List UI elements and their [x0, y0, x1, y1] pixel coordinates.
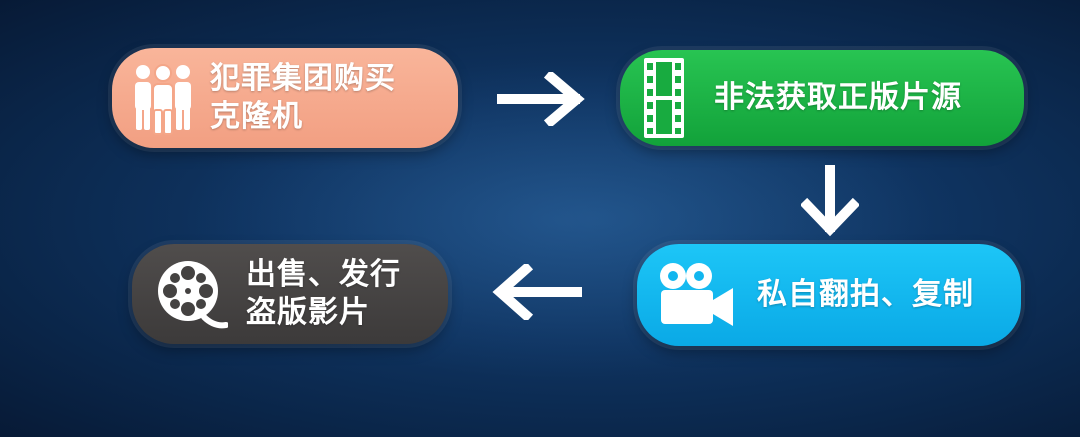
film-strip-icon: [644, 58, 684, 138]
step-label: 私自翻拍、复制: [757, 276, 974, 314]
step-label-line: 克隆机: [210, 99, 303, 134]
arrow-right-icon: [497, 72, 585, 126]
step-label-line: 非法获取正版片源: [714, 80, 962, 115]
step-label: 出售、发行 盗版影片: [246, 256, 401, 332]
step-label: 非法获取正版片源: [714, 79, 962, 117]
arrow-left-icon: [492, 264, 582, 320]
step-label-line: 出售、发行: [246, 257, 401, 292]
step-buy-clone-machine: 犯罪集团购买 克隆机: [112, 48, 458, 148]
step-label-line: 私自翻拍、复制: [757, 277, 974, 312]
step-sell-pirated-films: 出售、发行 盗版影片: [132, 244, 448, 344]
step-label: 犯罪集团购买 克隆机: [210, 60, 396, 136]
step-record-copy: 私自翻拍、复制: [637, 244, 1021, 346]
step-label-line: 犯罪集团购买: [210, 61, 396, 96]
film-reel-icon: [154, 257, 228, 331]
video-camera-icon: [655, 260, 735, 330]
arrow-down-icon: [801, 165, 859, 237]
step-label-line: 盗版影片: [246, 295, 370, 330]
step-obtain-source: 非法获取正版片源: [620, 50, 1024, 146]
people-group-icon: [130, 60, 196, 136]
